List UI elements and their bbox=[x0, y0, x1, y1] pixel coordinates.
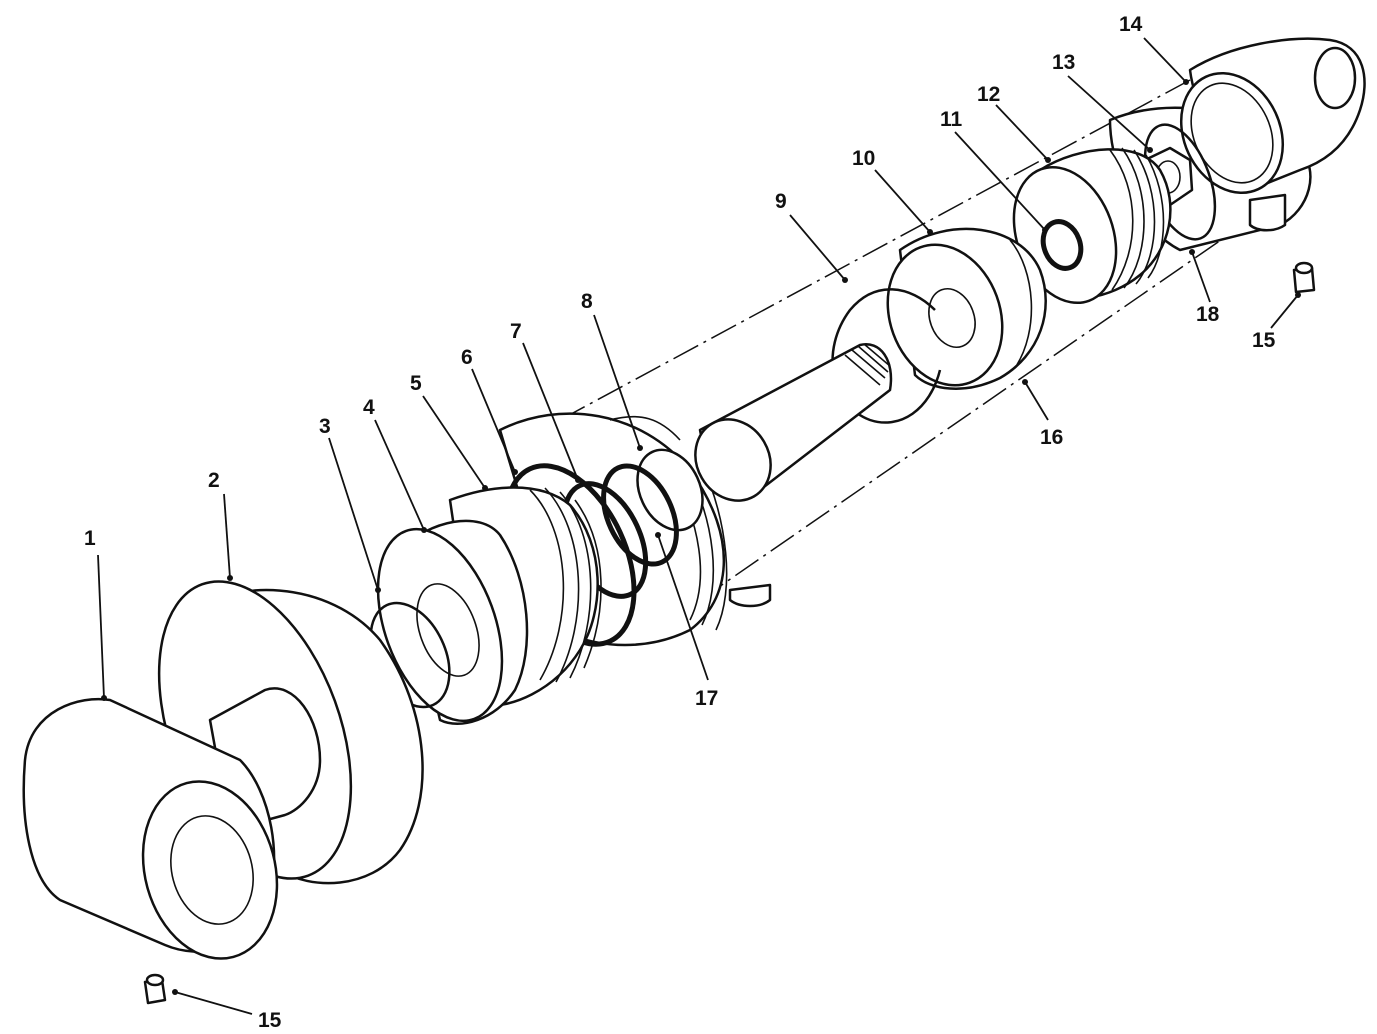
rod-gland bbox=[886, 227, 1047, 390]
gland-nut bbox=[376, 519, 529, 725]
piston-o-ring bbox=[1040, 219, 1084, 271]
piston-rod bbox=[694, 342, 893, 502]
rod-seal bbox=[636, 448, 704, 532]
callout-6: 6 bbox=[461, 346, 473, 369]
callout-2: 2 bbox=[208, 469, 220, 492]
callout-labels: 1 2 3 4 5 6 7 8 9 10 11 12 13 14 15 15 1… bbox=[84, 13, 1276, 1032]
callout-1: 1 bbox=[84, 527, 96, 550]
callout-14: 14 bbox=[1119, 13, 1143, 36]
callout-15-upper: 15 bbox=[1252, 329, 1276, 352]
callout-8: 8 bbox=[581, 290, 593, 313]
callout-4: 4 bbox=[363, 396, 375, 419]
callout-13: 13 bbox=[1052, 51, 1075, 74]
cap-eye-end bbox=[22, 697, 279, 960]
wiper-seal bbox=[601, 463, 679, 567]
callout-10: 10 bbox=[852, 147, 875, 170]
callout-5: 5 bbox=[410, 372, 422, 395]
callout-17: 17 bbox=[695, 687, 718, 710]
callout-7: 7 bbox=[510, 320, 522, 343]
callout-15-lower: 15 bbox=[258, 1009, 282, 1032]
callout-12: 12 bbox=[977, 83, 1000, 106]
grease-fitting-lower bbox=[143, 973, 167, 1005]
callout-9: 9 bbox=[775, 190, 787, 213]
callout-18: 18 bbox=[1196, 303, 1220, 326]
callout-11: 11 bbox=[940, 108, 963, 131]
callout-leaders bbox=[97, 37, 1301, 1015]
callout-3: 3 bbox=[319, 415, 331, 438]
callout-16: 16 bbox=[1040, 426, 1063, 449]
grease-fitting-upper bbox=[1292, 261, 1316, 294]
rod-end-clevis bbox=[1179, 37, 1366, 194]
